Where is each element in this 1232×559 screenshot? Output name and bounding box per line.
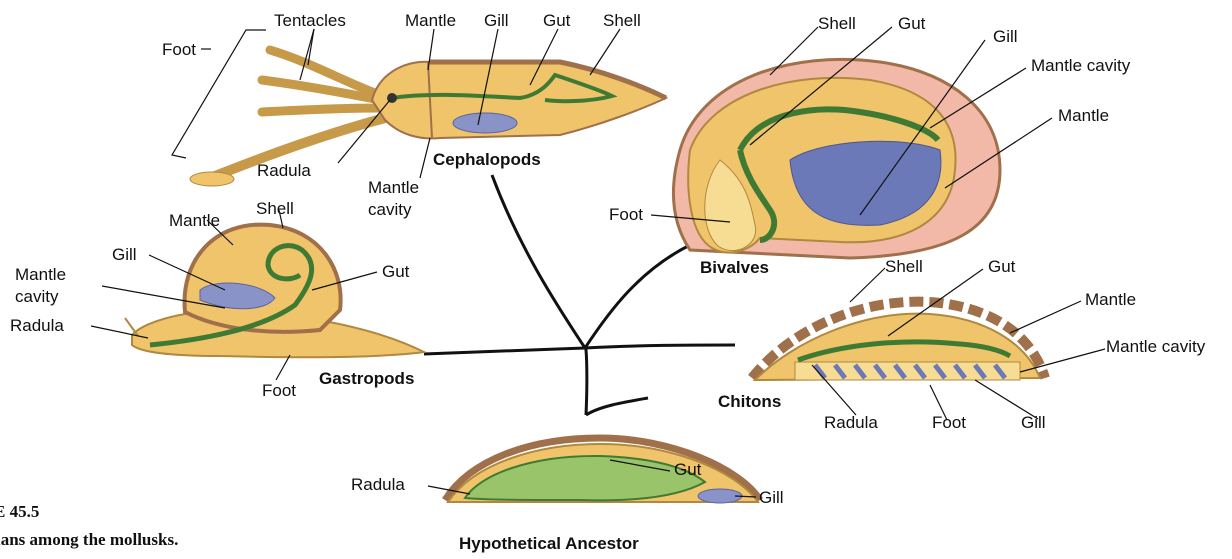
ancestor-drawing [445, 438, 760, 503]
branch-chitons [585, 345, 735, 348]
label-mantle-cavity: Mantle cavity [1031, 56, 1131, 75]
branch-ancestor-stem [586, 398, 648, 415]
label-shell: Shell [885, 257, 923, 276]
label-mantle-cavity: Mantle cavity [1106, 337, 1206, 356]
group-title-ancestor: Hypothetical Ancestor [459, 534, 639, 553]
label-gut: Gut [382, 262, 410, 281]
label-mantle: Mantle [1085, 290, 1136, 309]
group-title-bivalves: Bivalves [700, 258, 769, 277]
label-mantle-cavity: cavity [15, 287, 59, 306]
branch-gastropods [424, 348, 585, 354]
label-gut: Gut [988, 257, 1016, 276]
tree-trunk [585, 347, 587, 415]
label-mantle-cavity: Mantle [15, 265, 66, 284]
cephalopod-gill [453, 113, 517, 133]
cephalopod-body [372, 62, 666, 139]
figure-caption-text: lans among the mollusks. [0, 530, 178, 549]
group-title-cephalopods: Cephalopods [433, 150, 541, 169]
label-radula: Radula [257, 161, 311, 180]
label-gut: Gut [898, 14, 926, 33]
chiton-drawing [752, 302, 1045, 380]
label-mantle: Mantle [1058, 106, 1109, 125]
gastropod-shell [185, 225, 341, 332]
gastropod-drawing [125, 225, 424, 358]
group-title-gastropods: Gastropods [319, 369, 414, 388]
figure-number: E 45.5 [0, 502, 39, 521]
label-gill: Gill [759, 488, 784, 507]
label-mantle: Mantle [405, 11, 456, 30]
label-foot: Foot [262, 381, 296, 400]
cephalopod-tentacle-club [190, 172, 234, 186]
label-gut: Gut [674, 460, 702, 479]
label-radula: Radula [351, 475, 405, 494]
group-title-chitons: Chitons [718, 392, 781, 411]
label-gill: Gill [484, 11, 509, 30]
label-radula: Radula [824, 413, 878, 432]
label-mantle-cavity: cavity [368, 200, 412, 219]
label-mantle: Mantle [169, 211, 220, 230]
branch-cephalopods [492, 175, 585, 348]
label-radula: Radula [10, 316, 64, 335]
label-foot: Foot [609, 205, 643, 224]
cephalopod-tentacle [262, 108, 380, 112]
label-mantle-cavity: Mantle [368, 178, 419, 197]
label-shell: Shell [818, 14, 856, 33]
label-foot: Foot [932, 413, 966, 432]
figure-caption: E 45.5 lans among the mollusks. [0, 502, 178, 549]
bivalve-drawing [673, 59, 1000, 258]
label-shell: Shell [603, 11, 641, 30]
label-shell: Shell [256, 199, 294, 218]
label-foot: Foot [162, 40, 196, 59]
label-gill: Gill [112, 245, 137, 264]
label-gill: Gill [993, 27, 1018, 46]
label-gut: Gut [543, 11, 571, 30]
label-gill: Gill [1021, 413, 1046, 432]
chiton-foot [795, 362, 1020, 380]
branch-bivalves [585, 245, 690, 348]
label-tentacles: Tentacles [274, 11, 346, 30]
